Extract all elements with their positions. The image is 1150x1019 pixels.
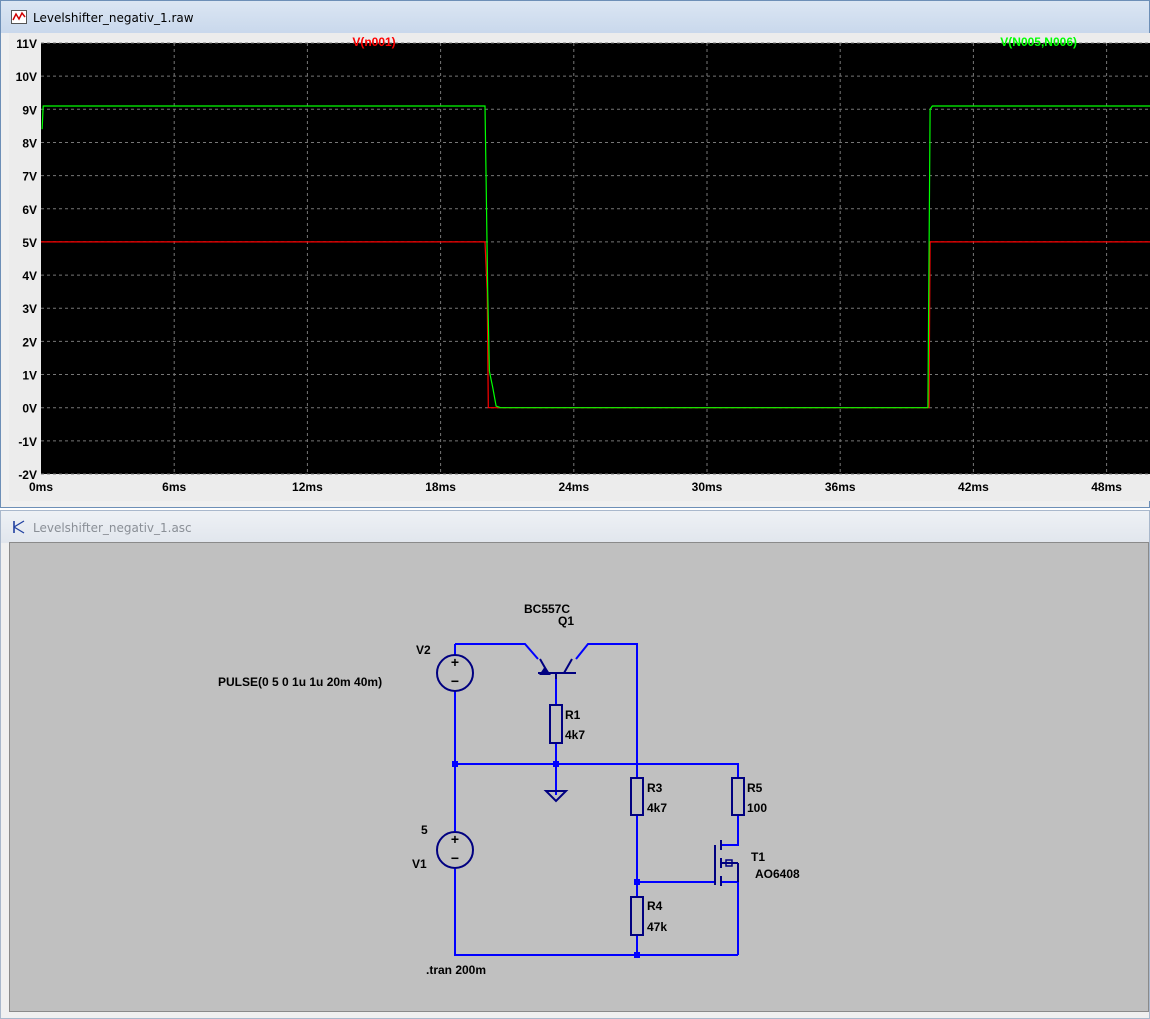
r1-name-label: R1 xyxy=(565,708,581,722)
svg-text:−: − xyxy=(451,673,459,689)
svg-text:+: + xyxy=(451,654,459,670)
x-tick-label: 30ms xyxy=(692,480,723,494)
x-tick-label: 24ms xyxy=(558,480,589,494)
schematic-window[interactable]: Levelshifter_negativ_1.asc xyxy=(0,510,1150,1019)
schematic-canvas[interactable]: + − + − xyxy=(9,542,1149,1012)
y-tick-label: -2V xyxy=(18,468,37,482)
y-tick-label: 3V xyxy=(22,302,37,316)
t1-model-label: AO6408 xyxy=(755,867,800,881)
tran-directive: .tran 200m xyxy=(426,963,486,977)
r4-resistor[interactable] xyxy=(630,896,644,936)
y-tick-label: 8V xyxy=(22,136,37,150)
t1-name-label: T1 xyxy=(751,850,765,864)
r1-value-label: 4k7 xyxy=(565,728,585,742)
x-tick-label: 36ms xyxy=(825,480,856,494)
x-tick-label: 6ms xyxy=(162,480,186,494)
r4-name-label: R4 xyxy=(647,899,663,913)
y-tick-label: 2V xyxy=(22,335,37,349)
y-tick-label: 1V xyxy=(22,369,37,383)
junction-dots xyxy=(452,761,640,958)
y-tick-label: 5V xyxy=(22,236,37,250)
q1-transistor[interactable] xyxy=(538,658,576,679)
v2-source[interactable]: + − xyxy=(436,654,474,692)
r3-resistor[interactable] xyxy=(630,777,644,816)
r3-value-label: 4k7 xyxy=(647,801,667,815)
waveform-icon xyxy=(11,10,27,24)
schematic-titlebar[interactable]: Levelshifter_negativ_1.asc xyxy=(1,511,1149,543)
trace-label-vn001[interactable]: V(n001) xyxy=(352,35,395,49)
r5-name-label: R5 xyxy=(747,781,763,795)
y-tick-label: 4V xyxy=(22,269,37,283)
waveform-window-title: Levelshifter_negativ_1.raw xyxy=(33,11,194,25)
r5-resistor[interactable] xyxy=(731,777,745,816)
x-tick-label: 18ms xyxy=(425,480,456,494)
waveform-window[interactable]: Levelshifter_negativ_1.raw 11V 10V 9V 8V 7V 6… xyxy=(0,0,1150,508)
y-tick-label: 10V xyxy=(16,70,37,84)
waveform-titlebar[interactable]: Levelshifter_negativ_1.raw xyxy=(1,1,1149,33)
y-tick-label: 11V xyxy=(16,37,37,51)
v1-source[interactable]: + − xyxy=(436,831,474,869)
svg-text:−: − xyxy=(451,850,459,866)
trace-label-vn005-n006[interactable]: V(N005,N006) xyxy=(1000,35,1077,49)
y-tick-label: 0V xyxy=(22,402,37,416)
v2-value-label: PULSE(0 5 0 1u 1u 20m 40m) xyxy=(218,675,382,689)
v1-value-label: 5 xyxy=(421,823,428,837)
t1-mosfet[interactable] xyxy=(714,840,739,886)
x-tick-label: 42ms xyxy=(958,480,989,494)
x-tick-label: 0ms xyxy=(29,480,53,494)
ground-symbol xyxy=(543,790,569,803)
plot-area[interactable] xyxy=(41,43,1150,474)
svg-text:+: + xyxy=(451,831,459,847)
v2-name-label: V2 xyxy=(416,643,431,657)
trace-vn005-n006[interactable] xyxy=(41,105,1150,409)
x-tick-label: 12ms xyxy=(292,480,323,494)
schematic-window-title: Levelshifter_negativ_1.asc xyxy=(33,521,192,535)
r4-value-label: 47k xyxy=(647,920,667,934)
y-tick-label: 9V xyxy=(22,103,37,117)
x-tick-label: 48ms xyxy=(1091,480,1122,494)
r5-value-label: 100 xyxy=(747,801,767,815)
trace-vn001[interactable] xyxy=(41,241,1150,409)
y-tick-label: -1V xyxy=(18,435,37,449)
q1-model-label: BC557C xyxy=(524,602,570,616)
r3-name-label: R3 xyxy=(647,781,663,795)
v1-name-label: V1 xyxy=(412,857,427,871)
r1-resistor[interactable] xyxy=(549,704,563,744)
transistor-icon xyxy=(13,520,25,534)
wires[interactable] xyxy=(454,643,739,956)
y-tick-label: 7V xyxy=(22,170,37,184)
y-tick-label: 6V xyxy=(22,203,37,217)
q1-name-label: Q1 xyxy=(558,614,574,628)
